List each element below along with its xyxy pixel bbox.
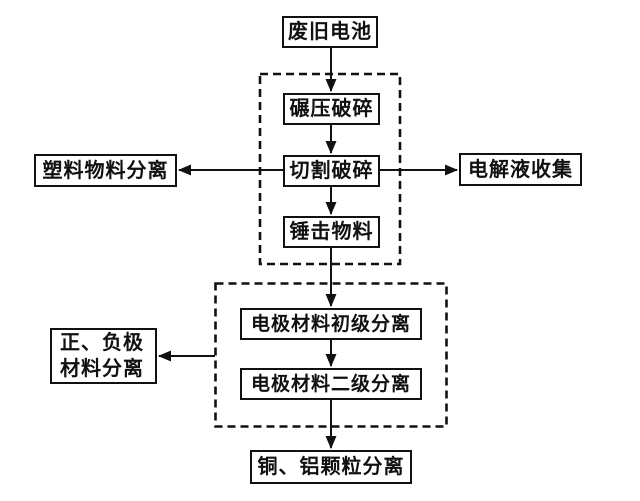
pos-neg-line2: 材料分离 — [60, 358, 144, 380]
node-cu-al-particle-separation: 铜、铝颗粒分离 — [250, 450, 412, 484]
node-pos-neg-material-separation: 正、负极 材料分离 — [50, 328, 157, 384]
node-electrode-primary-separation: 电极材料初级分离 — [240, 308, 422, 340]
group-electrode-separation-stage — [214, 282, 448, 428]
node-plastic-material-separation: 塑料物料分离 — [34, 154, 177, 187]
node-hammer-material: 锤击物料 — [283, 216, 380, 248]
node-roll-crushing: 碾压破碎 — [283, 93, 380, 125]
node-waste-battery: 废旧电池 — [282, 16, 378, 48]
node-cutting-crushing: 切割破碎 — [283, 155, 380, 187]
node-electrode-secondary-separation: 电极材料二级分离 — [240, 368, 422, 400]
pos-neg-line1: 正、负极 — [60, 332, 144, 354]
node-electrolyte-collection: 电解液收集 — [459, 153, 582, 186]
